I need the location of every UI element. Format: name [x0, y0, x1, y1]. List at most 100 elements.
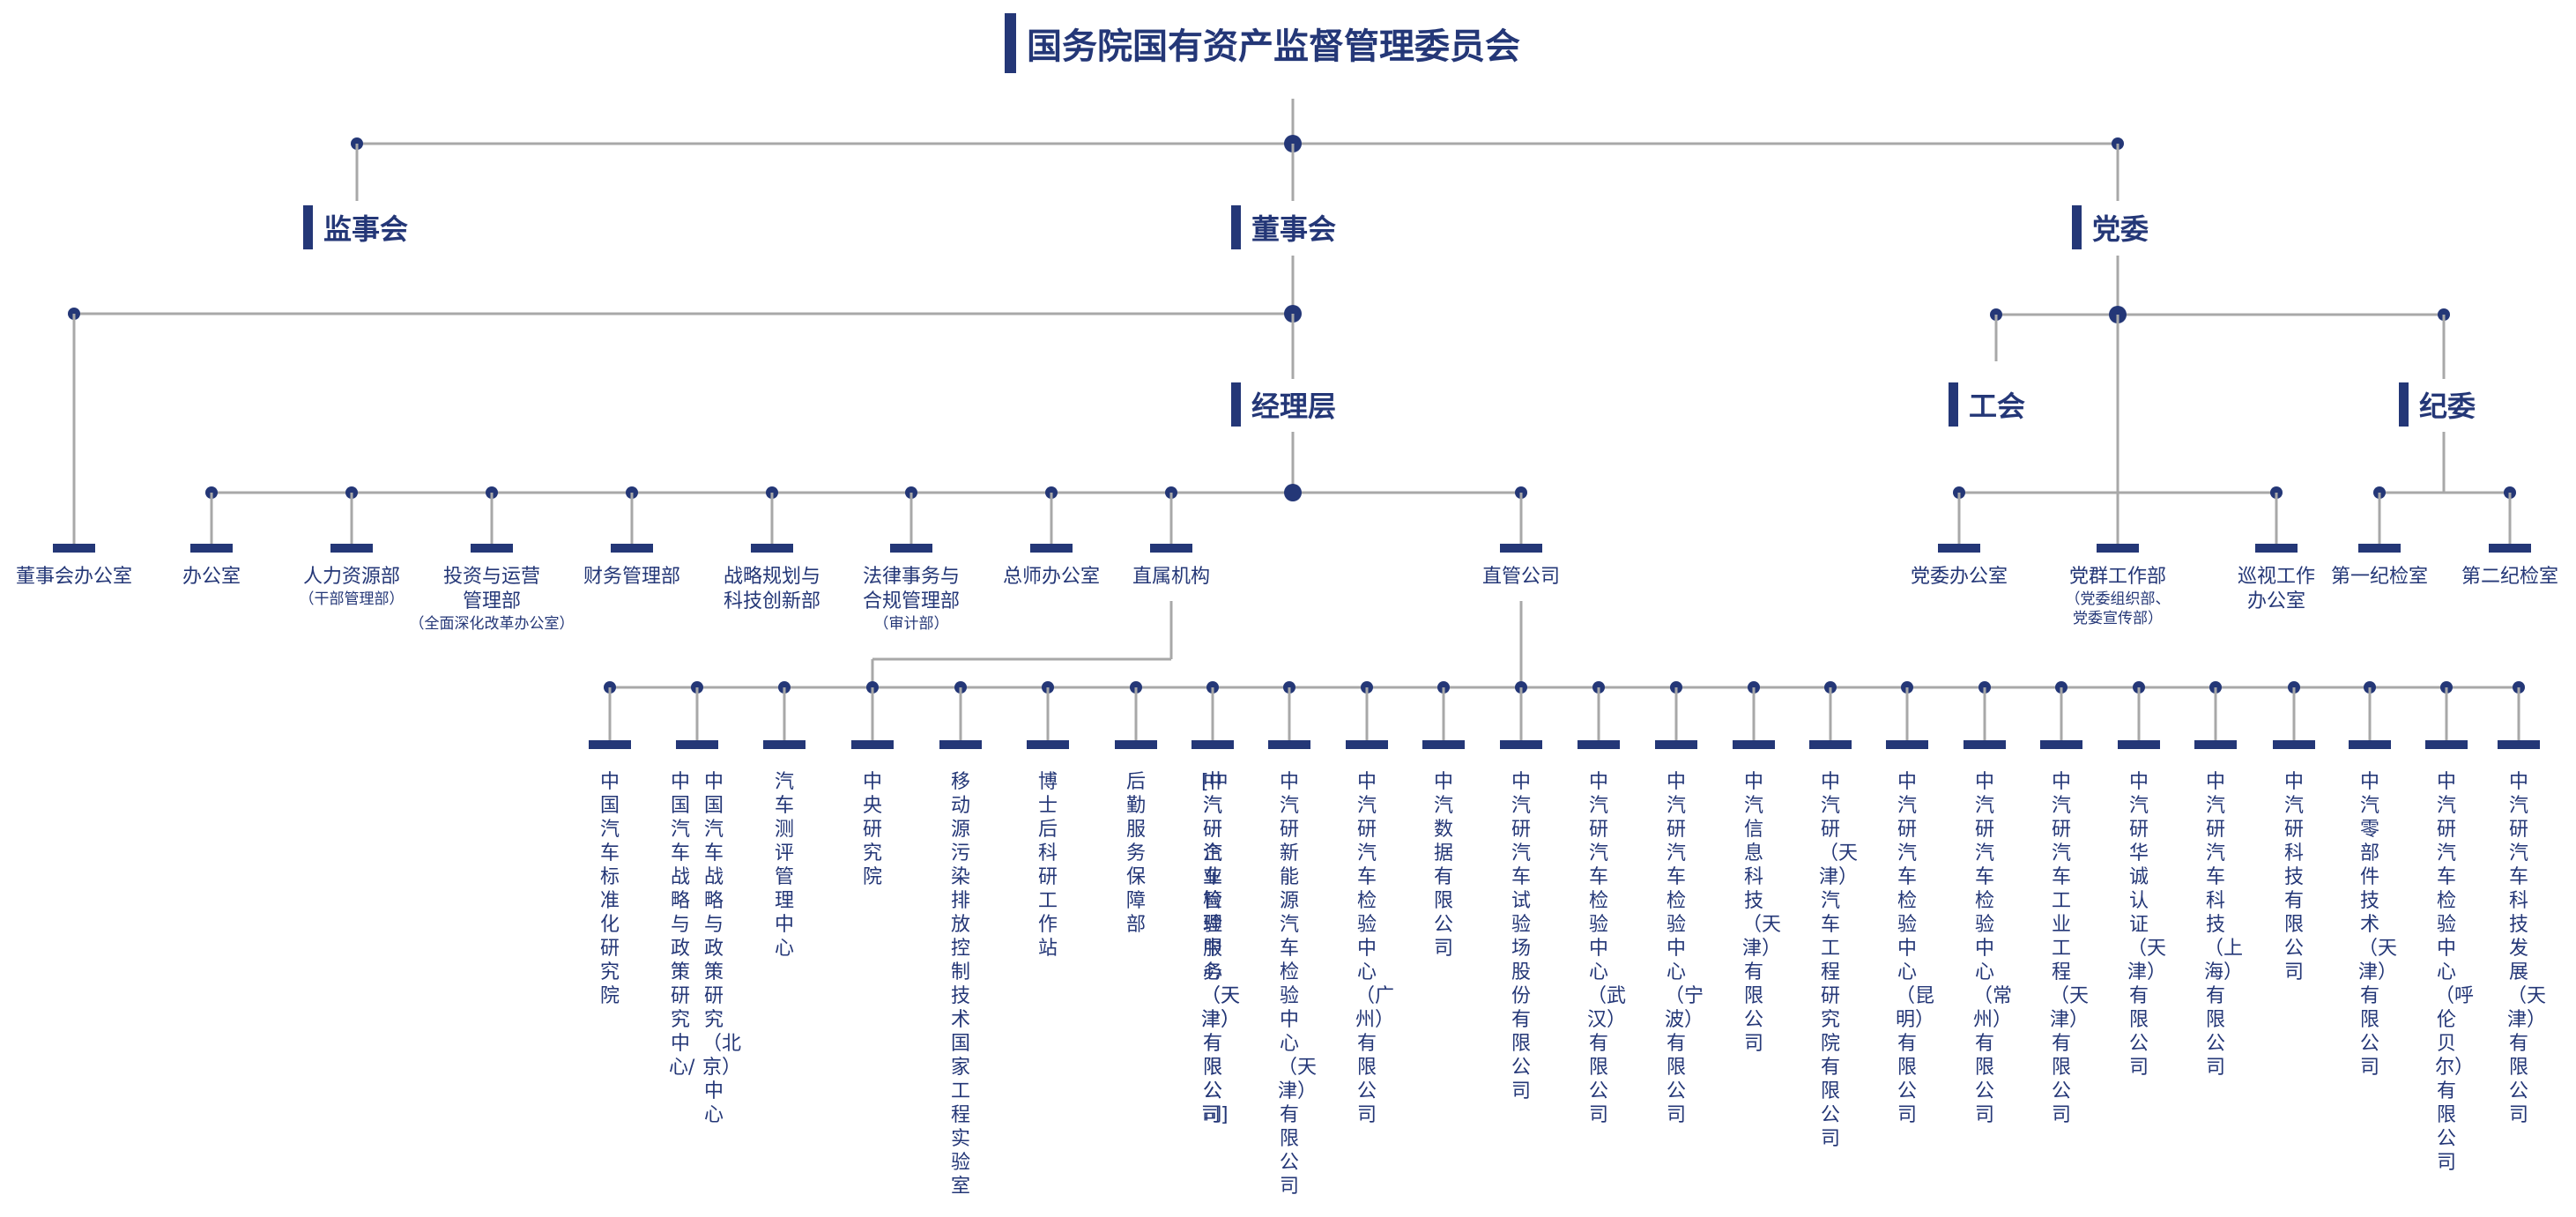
- title-node: 国务院国有资产监督管理委员会: [1005, 12, 1520, 74]
- department-unit-line: 法律事务与: [862, 566, 960, 588]
- party-department-unit: 巡视工作办公室: [2144, 565, 2409, 614]
- department-unit: 投资与运营管理部 （全面深化改革办公室）: [360, 565, 624, 634]
- institution-bar: [939, 740, 982, 749]
- institution-bar: [763, 740, 805, 749]
- party-department-unit-line: 办公室: [2246, 590, 2305, 612]
- company-bar: [1886, 740, 1928, 749]
- department-unit: 人力资源部（干部管理部）: [219, 565, 484, 609]
- department-unit-line: 办公室: [182, 566, 241, 588]
- department-unit-line: 财务管理部: [583, 566, 680, 588]
- node-party-committee: 党委: [2072, 204, 2149, 250]
- department-unit-note: （全面深化改革办公室）: [409, 615, 575, 633]
- company-name: 中汽研汽车科技（上海）有限公司: [2204, 771, 2244, 1079]
- company-bar: [2040, 740, 2082, 749]
- discipline-department-unit-line: 第一纪检室: [2330, 566, 2428, 588]
- company-bar: [1422, 740, 1465, 749]
- company-bar: [2273, 740, 2315, 749]
- department-unit-line: 投资与运营: [442, 566, 540, 588]
- company-bar: [2425, 740, 2468, 749]
- company-bar: [2118, 740, 2160, 749]
- company-name: 中汽研汽车科技发展（天津）有限公司: [2507, 771, 2547, 1126]
- company-name: 中汽研汽车检验中心（天津）有限公司: [1201, 771, 1241, 1126]
- party-department-bar: [2255, 544, 2298, 553]
- company-bar: [1809, 740, 1852, 749]
- company-name: 中汽研科技有限公司: [2283, 771, 2304, 983]
- department-bar: [330, 544, 373, 553]
- department-unit-line: 总师办公室: [1002, 566, 1100, 588]
- institution-name: 中央研究院: [862, 771, 882, 888]
- institution-name: 中国汽车战略与政策研究中心/: [669, 771, 695, 1079]
- node-discipline-committee: 纪委: [2399, 382, 2476, 427]
- department-unit: 办公室: [79, 565, 344, 590]
- party-department-unit-note: （党委组织部、: [2065, 590, 2171, 608]
- discipline-department-unit: 第二纪检室: [2378, 565, 2576, 590]
- discipline-department-bar: [2358, 544, 2401, 553]
- department-bar: [751, 544, 793, 553]
- company-bar: [1655, 740, 1697, 749]
- department-unit-line: 科技创新部: [723, 590, 820, 612]
- discipline-department-unit: 第一纪检室: [2247, 565, 2512, 590]
- company-name: 中汽研汽车检验中心（常州）有限公司: [1973, 771, 2013, 1126]
- company-bar: [2498, 740, 2540, 749]
- party-department-bar: [1938, 544, 1980, 553]
- company-name: 中汽零部件技术（天津）有限公司: [2358, 771, 2398, 1079]
- department-unit: 法律事务与合规管理部 （审计部）: [779, 565, 1043, 634]
- institution-bar: [851, 740, 894, 749]
- department-bar: [53, 544, 95, 553]
- department-bar: [611, 544, 653, 553]
- department-unit-line: 合规管理部: [862, 590, 960, 612]
- company-bar: [1500, 740, 1542, 749]
- department-bar: [1030, 544, 1073, 553]
- institution-bar: [676, 740, 718, 749]
- department-unit: 直属机构: [1039, 565, 1303, 590]
- company-bar: [1268, 740, 1310, 749]
- institution-name: [中汽研企业管理服务（天津）有限公司]: [1201, 771, 1241, 1126]
- department-unit: 战略规划与科技创新部: [640, 565, 904, 614]
- department-unit-line: 人力资源部: [302, 566, 400, 588]
- institution-name: 博士后科研工作站: [1037, 771, 1058, 960]
- department-unit-line: 直管公司: [1481, 566, 1560, 588]
- institution-bar: [1027, 740, 1069, 749]
- company-name: 中汽研汽车检验中心（呼伦贝尔）有限公司: [2435, 771, 2475, 1174]
- party-department-unit-line: 党委办公室: [1910, 566, 2008, 588]
- company-name: 中汽研汽车试验场股份有限公司: [1511, 771, 1531, 1102]
- company-bar: [1191, 740, 1234, 749]
- party-department-unit-note: 党委宣传部）: [2073, 610, 2163, 627]
- company-bar: [2349, 740, 2391, 749]
- department-unit-line: 战略规划与: [723, 566, 820, 588]
- party-department-unit: 党群工作部 （党委组织部、党委宣传部）: [1986, 565, 2250, 628]
- institution-bar: [1115, 740, 1157, 749]
- institution-bar: [589, 740, 631, 749]
- institution-name: 中国汽车标准化研究院: [599, 771, 620, 1007]
- department-unit-line: 董事会办公室: [15, 566, 132, 588]
- department-unit-line: 管理部: [462, 590, 521, 612]
- company-bar: [1964, 740, 2006, 749]
- party-department-unit-line: 党群工作部: [2068, 566, 2166, 588]
- company-name: 中汽研汽车检验中心（昆明）有限公司: [1896, 771, 1935, 1126]
- party-department-bar: [2097, 544, 2139, 553]
- department-unit: 董事会办公室: [0, 565, 206, 590]
- institution-name: 后勤服务保障部: [1125, 771, 1146, 936]
- discipline-department-bar: [2489, 544, 2531, 553]
- department-unit: 直管公司: [1389, 565, 1653, 590]
- department-bar: [1500, 544, 1542, 553]
- institution-name: 中国汽车战略与政策研究（北京）中心: [702, 771, 742, 1126]
- company-name: 中汽研（天津）汽车工程研究院有限公司: [1819, 771, 1859, 1150]
- page-title: 国务院国有资产监督管理委员会: [1027, 26, 1520, 67]
- company-bar: [2194, 740, 2237, 749]
- department-bar: [471, 544, 513, 553]
- department-unit-note: （审计部）: [873, 615, 949, 633]
- department-unit: 总师办公室: [919, 565, 1184, 590]
- company-name: 中汽研新能源汽车检验中心（天津）有限公司: [1278, 771, 1318, 1198]
- institution-name: 汽车测评管理中心: [774, 771, 794, 960]
- node-board-of-directors: 董事会: [1231, 204, 1336, 250]
- discipline-department-unit-line: 第二纪检室: [2461, 566, 2558, 588]
- node-management: 经理层: [1231, 382, 1336, 427]
- department-bar: [1150, 544, 1192, 553]
- company-name: 中汽研汽车检验中心（武汉）有限公司: [1587, 771, 1627, 1126]
- company-name: 中汽研汽车检验中心（广州）有限公司: [1355, 771, 1395, 1126]
- institution-name: 移动源污染排放控制技术国家工程实验室: [950, 771, 970, 1198]
- company-name: 中汽信息科技（天津）有限公司: [1742, 771, 1782, 1055]
